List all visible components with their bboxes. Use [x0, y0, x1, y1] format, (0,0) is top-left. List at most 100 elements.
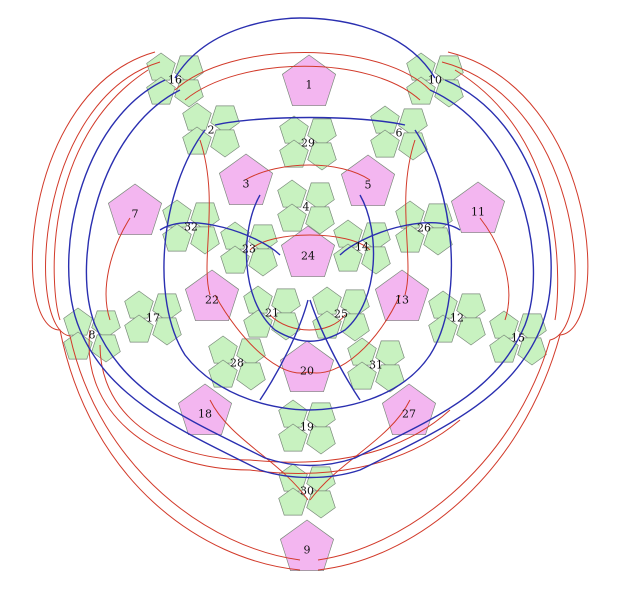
green-pentagon-tile: [162, 223, 192, 252]
pink-pentagon-tile: [450, 181, 506, 234]
node-13: [374, 269, 430, 322]
node-label-15: 15: [511, 332, 525, 345]
green-pentagon-tile: [271, 288, 301, 317]
green-pentagon-tile: [428, 314, 458, 343]
green-pentagon-tile: [152, 317, 182, 346]
node-22: [184, 269, 240, 322]
green-pentagon-tile: [375, 340, 405, 369]
pink-pentagon-tile: [280, 225, 336, 278]
node-label-16: 16: [168, 74, 182, 87]
node-12: [428, 290, 486, 346]
node-label-11: 11: [471, 206, 485, 219]
red-ring-curve: [479, 217, 510, 321]
node-label-28: 28: [230, 357, 244, 370]
blue-outer-curve: [85, 89, 535, 467]
green-pentagon-tile: [398, 108, 428, 137]
node-label-29: 29: [301, 137, 315, 150]
green-pentagon-tile: [456, 317, 486, 346]
node-label-3: 3: [243, 178, 250, 191]
green-pentagon-tile: [305, 206, 335, 235]
red-ring-curve: [105, 217, 131, 321]
red-ring-curve: [88, 329, 461, 474]
node-17: [124, 290, 182, 346]
blue-outer-curve: [174, 17, 436, 79]
node-1: [281, 54, 337, 107]
node-label-19: 19: [300, 421, 314, 434]
node-14: [333, 219, 391, 275]
pink-pentagon-tile: [340, 154, 396, 207]
pink-pentagon-tile: [184, 269, 240, 322]
node-label-12: 12: [450, 312, 464, 325]
node-18: [177, 383, 233, 436]
node-label-25: 25: [334, 308, 348, 321]
node-label-13: 13: [395, 294, 409, 307]
green-pentagon-tile: [277, 203, 307, 232]
node-label-31: 31: [369, 359, 383, 372]
red-ring-curve: [99, 344, 451, 463]
red-ring-curve: [184, 65, 421, 101]
node-label-7: 7: [132, 208, 139, 221]
node-label-26: 26: [417, 222, 431, 235]
green-pentagon-tile: [305, 182, 335, 211]
red-inner-curve: [214, 294, 309, 374]
green-pentagon-tile: [306, 490, 336, 519]
pink-pentagon-tile: [279, 519, 335, 572]
green-pentagon-tile: [279, 139, 309, 168]
node-label-17: 17: [146, 312, 160, 325]
node-label-10: 10: [428, 74, 442, 87]
blue-inner-curve: [259, 299, 309, 401]
green-pentagon-tile: [361, 222, 391, 251]
node-label-24: 24: [301, 250, 315, 263]
blue-inner-curve: [159, 221, 281, 256]
green-pentagon-tile: [370, 129, 400, 158]
node-10: [406, 52, 464, 108]
node-9: [279, 519, 335, 572]
node-25: [312, 286, 370, 342]
blue-inner-curve: [214, 116, 406, 126]
node-30: [278, 463, 336, 519]
red-outer-curve: [317, 51, 589, 571]
blue-inner-curve: [339, 221, 461, 256]
red-ring-curve: [309, 399, 411, 501]
green-pentagon-tile: [306, 426, 336, 455]
node-label-5: 5: [365, 179, 372, 192]
green-pentagon-tile: [517, 313, 547, 342]
green-pentagon-tile: [340, 289, 370, 318]
node-11: [450, 181, 506, 234]
blue-inner-curve: [163, 129, 453, 411]
green-pentagon-tile: [91, 310, 121, 339]
node-4: [277, 179, 335, 235]
green-pentagon-tile: [434, 79, 464, 108]
red-outer-curve: [454, 69, 559, 321]
green-pentagon-tile: [278, 487, 308, 516]
node-2: [182, 102, 240, 158]
node-19: [278, 399, 336, 455]
red-outer-curve: [317, 61, 576, 561]
green-pentagon-tile: [278, 423, 308, 452]
node-24: [280, 225, 336, 278]
node-29: [279, 115, 337, 171]
node-label-27: 27: [402, 408, 416, 421]
green-pentagon-tile: [306, 466, 336, 495]
node-27: [381, 383, 437, 436]
green-pentagon-tile: [307, 142, 337, 171]
green-pentagon-tile: [395, 224, 425, 253]
pink-pentagon-tile: [107, 183, 163, 236]
pink-pentagon-tile: [177, 383, 233, 436]
pink-pentagon-tile: [281, 54, 337, 107]
green-pentagon-tile: [423, 227, 453, 256]
green-pentagon-tile: [340, 313, 370, 342]
node-5: [340, 154, 396, 207]
node-label-2: 2: [208, 124, 215, 137]
node-32: [162, 199, 220, 255]
node-7: [107, 183, 163, 236]
red-curves: [31, 51, 589, 571]
node-8: [63, 307, 121, 363]
node-label-20: 20: [300, 365, 314, 378]
green-pentagon-tile: [236, 362, 266, 391]
green-pentagon-tile: [271, 312, 301, 341]
node-label-4: 4: [303, 201, 310, 214]
node-15: [489, 310, 547, 366]
node-label-23: 23: [242, 243, 256, 256]
